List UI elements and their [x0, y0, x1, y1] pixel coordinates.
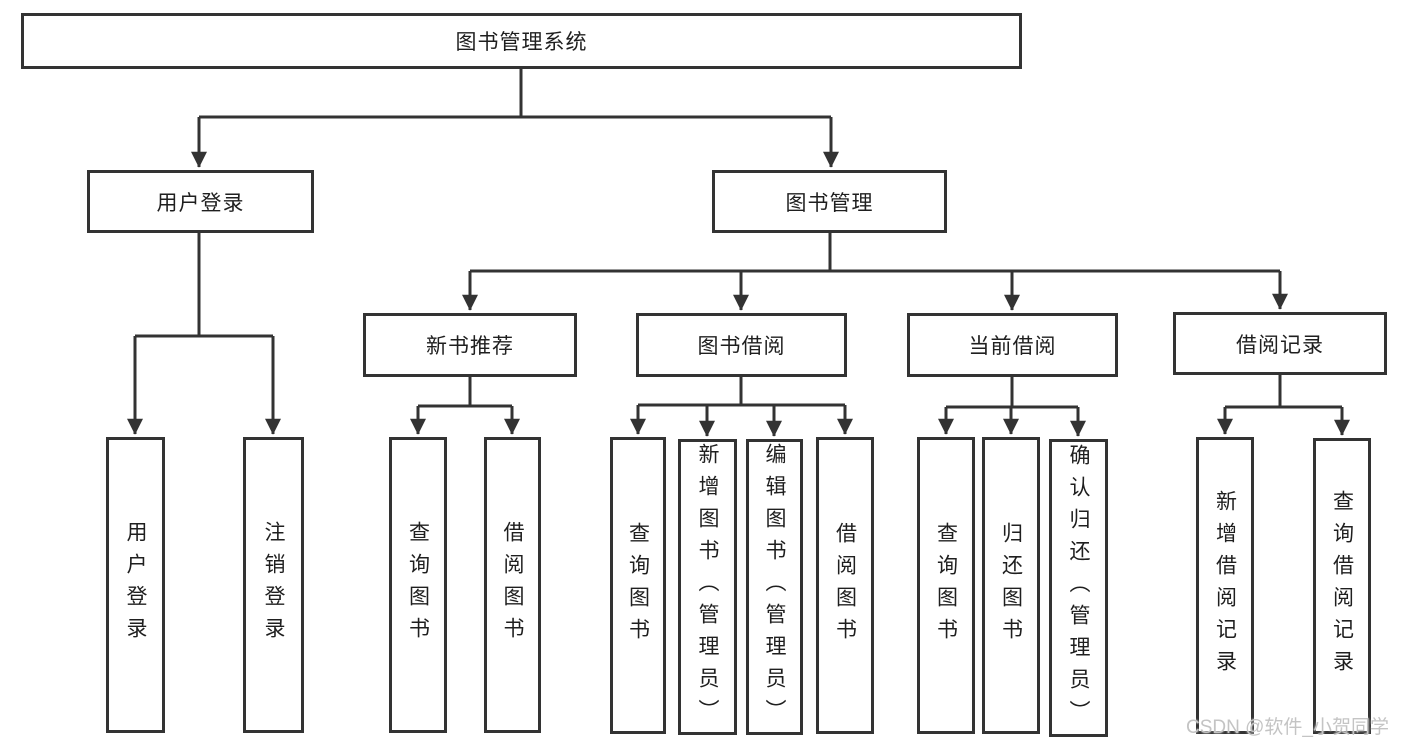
node-label: 当前借阅 [968, 335, 1057, 358]
leaf-label: 注销登录 [262, 521, 285, 649]
wire [638, 377, 845, 407]
wire [418, 377, 512, 408]
wire [199, 69, 831, 119]
leaf-query-borrow-record: 查询借阅记录 [1313, 438, 1371, 734]
node-label: 图书管理 [785, 191, 874, 215]
leaf-user-login: 用户登录 [106, 437, 165, 733]
node-borrow-records: 借阅记录 [1173, 312, 1387, 375]
connector-root-to-level2 [191, 69, 839, 168]
leaf-label: 查询图书 [406, 521, 430, 649]
wire [1225, 375, 1342, 409]
connector-current-borrow-children [938, 377, 1086, 437]
node-user-login: 用户登录 [87, 170, 314, 233]
leaf-label: 新增图书（管理员） [696, 443, 719, 731]
node-label: 图书借阅 [697, 335, 786, 358]
node-label: 借阅记录 [1236, 333, 1324, 357]
leaf-label: 借阅图书 [501, 521, 524, 649]
leaf-label: 查询借阅记录 [1330, 490, 1354, 682]
wire [470, 233, 1280, 273]
leaf-confirm-return-admin: 确认归还（管理员） [1049, 439, 1108, 737]
leaf-query-books-borrow: 查询图书 [610, 437, 666, 734]
leaf-label: 归还图书 [999, 521, 1023, 650]
node-label: 新书推荐 [426, 335, 514, 358]
connector-user-login-children [127, 233, 281, 435]
leaf-label: 编辑图书（管理员） [763, 443, 786, 731]
connector-book-borrow-children [630, 377, 853, 437]
leaf-borrow-books-recommend: 借阅图书 [484, 437, 541, 733]
leaf-label: 确认归还（管理员） [1067, 444, 1090, 732]
node-book-borrow: 图书借阅 [636, 313, 847, 377]
leaf-label: 新增借阅记录 [1213, 489, 1237, 682]
leaf-label: 查询图书 [626, 521, 650, 650]
leaf-label: 查询图书 [934, 521, 958, 650]
leaf-label: 借阅图书 [833, 521, 857, 650]
node-new-book-recommend: 新书推荐 [363, 313, 577, 377]
connector-borrow-records-children [1217, 375, 1350, 436]
node-current-borrow: 当前借阅 [907, 313, 1118, 377]
leaf-add-book-admin: 新增图书（管理员） [678, 439, 737, 735]
node-root: 图书管理系统 [21, 13, 1022, 69]
leaf-label: 用户登录 [124, 521, 147, 649]
connector-book-management-children [462, 233, 1288, 311]
node-root-label: 图书管理系统 [455, 31, 588, 54]
watermark: CSDN @软件_小贺同学 [1186, 717, 1389, 738]
leaf-return-book: 归还图书 [982, 437, 1040, 734]
leaf-add-borrow-record: 新增借阅记录 [1196, 437, 1254, 734]
wire [135, 233, 273, 338]
connector-new-book-recommend-children [410, 377, 520, 435]
wire [946, 377, 1078, 409]
leaf-edit-book-admin: 编辑图书（管理员） [746, 439, 803, 735]
node-book-management: 图书管理 [712, 170, 947, 233]
node-label: 用户登录 [156, 191, 245, 215]
leaf-query-books-recommend: 查询图书 [389, 437, 447, 733]
leaf-query-books-current: 查询图书 [917, 437, 975, 734]
leaf-logout: 注销登录 [243, 437, 304, 733]
leaf-borrow-books: 借阅图书 [816, 437, 874, 734]
